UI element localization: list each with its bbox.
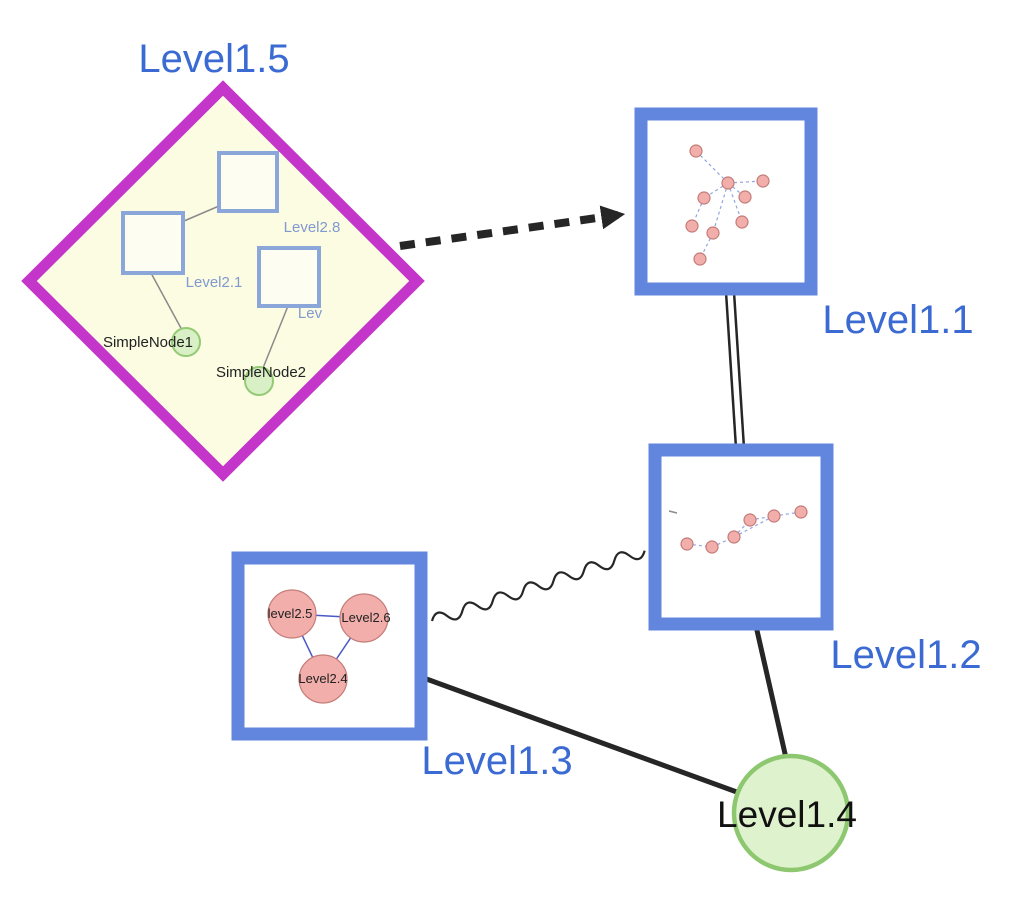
node-simplenode1[interactable] bbox=[171, 327, 201, 357]
mini-graph-level1-2 bbox=[668, 505, 808, 554]
label-level1-5: Level1.5 bbox=[138, 37, 289, 81]
node-level1-2[interactable] bbox=[648, 443, 834, 631]
node-level2-8[interactable] bbox=[217, 151, 279, 213]
edge-square-left-to-simplenode1 bbox=[150, 272, 183, 331]
node-level2-4[interactable] bbox=[298, 654, 348, 704]
node-level1-1[interactable] bbox=[634, 107, 818, 296]
edge-level1-5-to-level1-1[interactable] bbox=[399, 205, 626, 250]
circle-level1-4[interactable] bbox=[731, 753, 851, 873]
node-level1-3[interactable]: level2.5 Level2.6 Level2.4 bbox=[231, 551, 428, 741]
node-level1-5[interactable]: Level2.8 Level2.1 Lev SimpleNode1 Simple… bbox=[21, 80, 425, 482]
mini-graph-level1-3: level2.5 Level2.6 Level2.4 bbox=[267, 589, 391, 704]
box-level1-1[interactable] bbox=[634, 107, 818, 296]
edge-level1-1-to-level1-2[interactable] bbox=[724, 291, 746, 449]
label-level2-8: Level2.8 bbox=[284, 219, 341, 236]
node-simplenode2[interactable] bbox=[244, 366, 274, 396]
label-simplenode1: SimpleNode1 bbox=[103, 334, 193, 351]
edge-square-top-to-square-left bbox=[183, 205, 220, 222]
label-simplenode2: SimpleNode2 bbox=[216, 364, 306, 381]
box-level1-2[interactable] bbox=[648, 443, 834, 631]
label-level2-6: Level2.6 bbox=[341, 610, 390, 625]
box-level1-3[interactable] bbox=[231, 551, 428, 741]
label-level2-5: level2.5 bbox=[268, 606, 313, 621]
node-level2-6[interactable] bbox=[339, 593, 389, 643]
mini-graph-level1-1 bbox=[685, 144, 770, 266]
edge-level1-2-to-level1-4[interactable] bbox=[753, 625, 789, 759]
node-level2-5[interactable] bbox=[267, 589, 317, 639]
label-level1-4: Level1.4 bbox=[717, 794, 857, 835]
edge-square-right-to-simplenode2 bbox=[262, 305, 289, 369]
label-level1-3: Level1.3 bbox=[421, 739, 572, 783]
node-level2-1[interactable] bbox=[121, 211, 185, 275]
label-level1-1: Level1.1 bbox=[822, 298, 973, 342]
edge-level1-3-to-level1-2[interactable] bbox=[430, 545, 646, 627]
label-level2-1: Level2.1 bbox=[186, 274, 243, 291]
diamond-shape[interactable] bbox=[21, 80, 425, 482]
label-level1-2: Level1.2 bbox=[830, 633, 981, 677]
node-level1-4[interactable] bbox=[731, 753, 851, 873]
label-level2-4: Level2.4 bbox=[298, 671, 347, 686]
edge-level1-3-to-level1-4[interactable] bbox=[420, 674, 746, 798]
label-level2-truncated: Lev bbox=[298, 305, 323, 322]
node-level2-truncated[interactable] bbox=[257, 246, 321, 308]
